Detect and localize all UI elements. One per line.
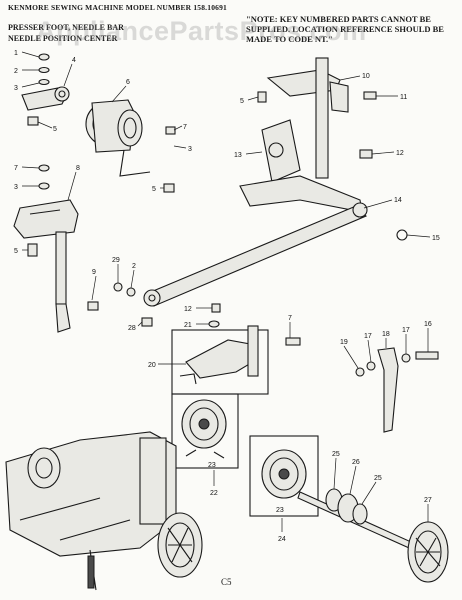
part-label-6: 6	[126, 79, 130, 86]
needle-bar-frame	[239, 57, 408, 241]
part-label-8: 8	[76, 165, 80, 172]
needle-clamp-bracket	[171, 303, 301, 395]
main-arm-assembly	[5, 431, 203, 591]
part-label-2: 2	[14, 68, 18, 75]
leader-lines	[21, 51, 431, 532]
part-label-20: 20	[148, 362, 156, 369]
part-label-24: 24	[278, 536, 286, 543]
part-label-7: 7	[183, 124, 187, 131]
part-label-3c: 3	[14, 184, 18, 191]
drive-shaft-assembly	[297, 488, 449, 583]
pitman-assembly	[355, 347, 439, 433]
diagram-note: "NOTE: KEY NUMBERED PARTS CANNOT BE SUPP…	[246, 14, 444, 44]
part-label-7b: 7	[14, 165, 18, 172]
part-label-23: 23	[208, 462, 216, 469]
presser-bar-assembly	[13, 164, 99, 333]
subtitle-line-1: PRESSER FOOT, NEEDLE BAR	[8, 23, 124, 32]
part-label-13: 13	[234, 152, 242, 159]
part-label-16: 16	[424, 321, 432, 328]
part-label-27: 27	[424, 497, 432, 504]
tension-unit-assembly	[85, 99, 176, 193]
diagram-subtitle: PRESSER FOOT, NEEDLE BAR NEEDLE POSITION…	[8, 22, 124, 44]
part-label-5d: 5	[240, 98, 244, 105]
connecting-rod	[113, 202, 368, 327]
part-label-10: 10	[362, 73, 370, 80]
part-label-25: 25	[332, 451, 340, 458]
part-label-4: 4	[72, 57, 76, 64]
part-label-5b: 5	[152, 186, 156, 193]
part-label-28: 28	[128, 325, 136, 332]
part-label-11: 11	[400, 94, 407, 101]
part-label-26: 26	[352, 459, 360, 466]
part-label-5c: 5	[14, 248, 18, 255]
footer-code: C5	[221, 577, 232, 587]
part-label-18: 18	[382, 331, 390, 338]
part-label-2b: 2	[132, 263, 136, 270]
part-label-3: 3	[14, 85, 18, 92]
part-label-3b: 3	[188, 146, 192, 153]
cam-assembly-24	[249, 435, 319, 517]
part-label-14: 14	[394, 197, 402, 204]
diagram-header-title: KENMORE SEWING MACHINE MODEL NUMBER 158.…	[8, 3, 228, 12]
part-label-1: 1	[14, 50, 18, 57]
part-label-12b: 12	[184, 306, 192, 313]
part-label-17b: 17	[402, 327, 410, 334]
part-label-21: 21	[184, 322, 192, 329]
cam-assembly-22	[171, 393, 239, 469]
part-label-12: 12	[396, 150, 404, 157]
part-label-25b: 25	[374, 475, 382, 482]
part-number-labels: 1 2 3 4 5 6 7 3 5 7 3 8 5 9 10 11 12 5 1…	[14, 50, 440, 543]
part-label-23b: 23	[276, 507, 284, 514]
subtitle-line-2: NEEDLE POSITION CENTER	[8, 34, 118, 43]
part-label-29: 29	[112, 257, 120, 264]
part-label-19: 19	[340, 339, 348, 346]
part-label-17: 17	[364, 333, 372, 340]
presser-bracket-assembly	[21, 53, 70, 126]
part-label-5: 5	[53, 126, 57, 133]
part-label-15: 15	[432, 235, 440, 242]
part-label-7c: 7	[288, 315, 292, 322]
part-label-22: 22	[210, 490, 218, 497]
part-label-9: 9	[92, 269, 96, 276]
